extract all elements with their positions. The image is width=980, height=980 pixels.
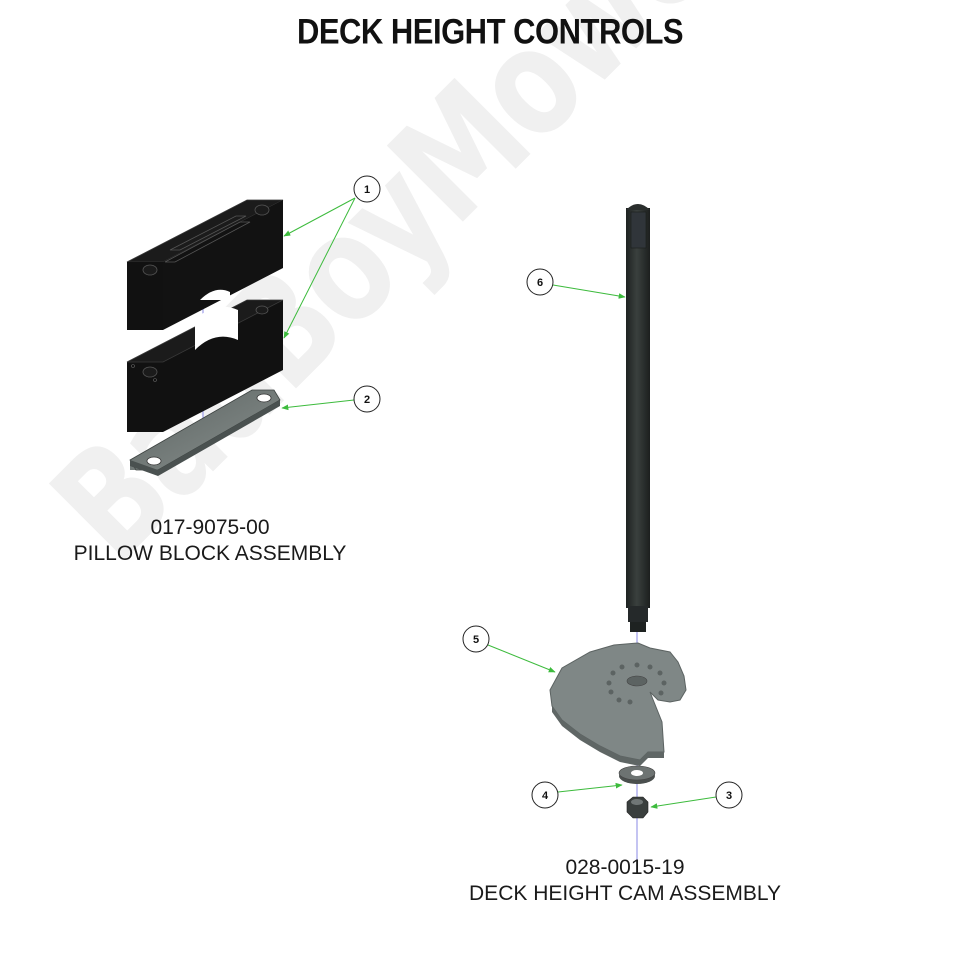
- mounting-plate: [129, 389, 281, 476]
- callout-2[interactable]: 2: [281, 385, 381, 413]
- callout-3[interactable]: 3: [650, 781, 743, 809]
- cam-plate: [549, 642, 687, 766]
- callout-4[interactable]: 4: [531, 781, 623, 809]
- pillow-block-assembly: 1 2: [126, 175, 381, 476]
- pillow-block-upper: [126, 199, 284, 330]
- page-title: DECK HEIGHT CONTROLS: [296, 11, 684, 52]
- callout-5[interactable]: 5: [462, 625, 556, 673]
- callout-number: 5: [473, 634, 479, 646]
- callout-1[interactable]: 1: [283, 175, 381, 339]
- cam-assembly: 6 5 4 3: [462, 204, 743, 870]
- callout-number: 3: [726, 790, 732, 802]
- callout-number: 1: [364, 184, 370, 196]
- cam-assembly-caption: 028-0015-19 DECK HEIGHT CAM ASSEMBLY: [455, 855, 795, 907]
- assembly-name: DECK HEIGHT CAM ASSEMBLY: [469, 882, 781, 905]
- washer: [618, 765, 656, 784]
- assembly-name: PILLOW BLOCK ASSEMBLY: [73, 542, 347, 565]
- pillow-block-lower: [126, 299, 284, 432]
- callout-number: 2: [364, 394, 370, 406]
- callout-number: 6: [537, 277, 543, 289]
- callout-6[interactable]: 6: [526, 268, 626, 299]
- part-number: 017-9075-00: [150, 516, 270, 539]
- nut: [626, 796, 649, 819]
- callout-number: 4: [542, 790, 549, 802]
- pillow-block-caption: 017-9075-00 PILLOW BLOCK ASSEMBLY: [60, 515, 360, 567]
- part-number: 028-0015-19: [565, 856, 685, 879]
- shaft: [626, 204, 650, 632]
